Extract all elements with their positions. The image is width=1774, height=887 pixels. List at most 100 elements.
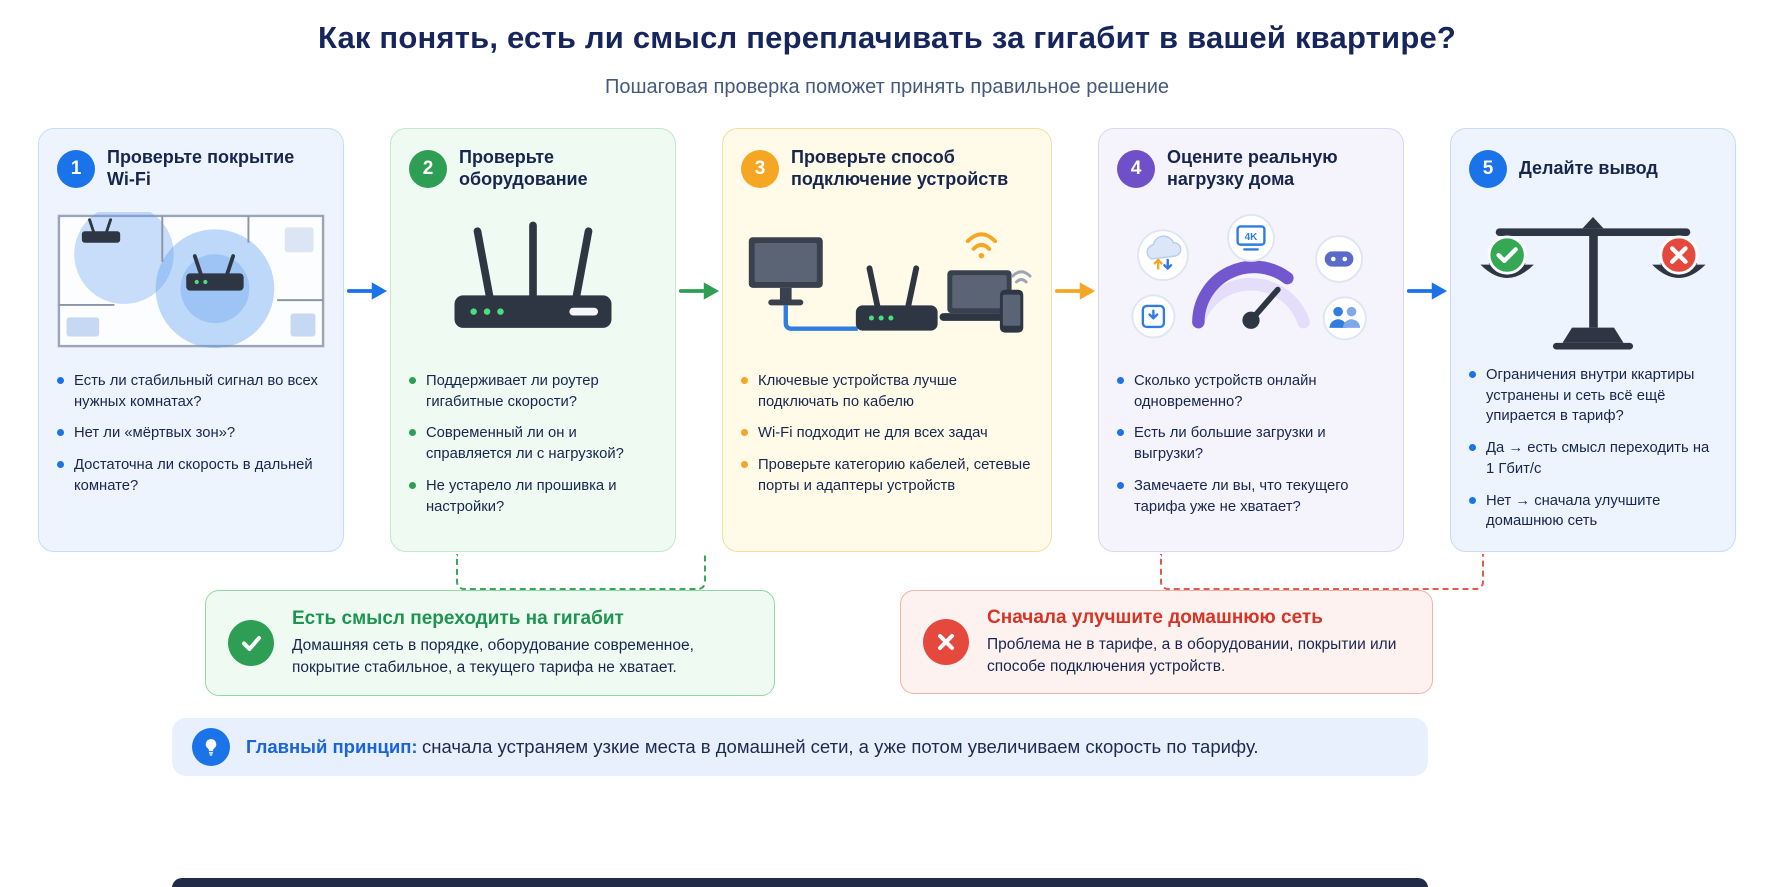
principle-label: Главный принцип: [246,736,418,757]
bullet-item: Ограничения внутри ккартиры устранены и … [1469,365,1717,427]
step-bullet-list: Сколько устройств онлайн одновременно? Е… [1117,371,1385,528]
load-gauge-illustration: 4K [1117,201,1385,361]
arrow-right-icon [1406,282,1448,300]
step-title: Делайте вывод [1519,158,1658,179]
bullet-item: Проверьте категорию кабелей, сетевые пор… [741,455,1033,496]
outcome-negative-box: Сначала улучшите домашнюю сеть Проблема … [900,590,1433,694]
decision-scale-illustration [1469,201,1717,355]
step-title: Проверьте оборудование [459,147,588,189]
principle-banner: Главный принцип: сначала устраняем узкие… [172,718,1428,776]
step-card-wifi-coverage: 1 Проверьте покрытие Wi-Fi [38,128,344,552]
bullet-text: Есть ли стабильный сигнал во всех нужных… [74,373,318,410]
step-title: Проверьте способ подключение устройств [791,147,1009,189]
step-number-badge: 2 [409,150,447,188]
bullet-item: Ключевые устройства лучше подключать по … [741,371,1033,412]
router-illustration [409,201,657,361]
bullet-item: Нет → сначала улучшите домашнюю сеть [1469,491,1717,532]
bullet-dot [57,377,64,384]
bullet-item: Есть ли большие загрузки и выгрузки? [1117,423,1385,464]
outcome-positive-content: Есть смысл переходить на гигабит Домашня… [292,608,752,679]
bullet-dot [409,377,416,384]
dashed-connector-positive [456,554,706,590]
step-number-badge: 5 [1469,150,1507,188]
bullet-text: Ограничения внутри ккартиры устранены и … [1486,367,1695,425]
outcome-negative-text: Проблема не в тарифе, а в оборудовании, … [987,635,1397,675]
bullet-item: Современный ли он и справляется ли с наг… [409,423,657,464]
dashed-connector-negative [1160,554,1484,590]
bullet-text: Не устарело ли прошивка и настройки? [426,477,617,515]
step-number-badge: 1 [57,150,95,188]
lightbulb-icon [192,728,230,766]
step-card-conclusion: 5 Делайте вывод [1450,128,1736,552]
bullet-text: Нет ли «мёртвых зон»? [74,425,236,442]
step-bullet-list: Ключевые устройства лучше подключать по … [741,371,1033,508]
outcome-negative-title: Сначала улучшите домашнюю сеть [987,606,1323,628]
bullet-item: Есть ли стабильный сигнал во всех нужных… [57,371,325,412]
arrow-right-icon [678,282,720,300]
bullet-item: Да → есть смысл переходить на 1 Гбит/с [1469,438,1717,479]
bullet-dot [409,429,416,437]
principle-text: сначала устраняем узкие места в домашней… [422,736,1259,757]
bullet-dot [1117,481,1124,489]
bullet-dot [409,481,416,489]
bullet-dot [741,461,748,469]
bullet-text: Есть ли большие загрузки и выгрузки? [1134,425,1326,463]
arrow-cell [1052,128,1098,552]
bullet-text: Да → есть смысл переходить на 1 Гбит/с [1486,440,1710,477]
bullet-text: Сколько устройств онлайн одновременно? [1134,373,1317,410]
step-number-badge: 3 [741,150,779,188]
bullet-dot [1469,496,1476,504]
bullet-item: Достаточна ли скорость в дальней комнате… [57,455,325,496]
bullet-text: Достаточна ли скорость в дальней комнате… [74,457,313,494]
svg-text:4K: 4K [1245,232,1259,243]
page-title: Как понять, есть ли смысл переплачивать … [317,20,1457,55]
steps-row: 1 Проверьте покрытие Wi-Fi [38,128,1736,552]
bullet-text: Ключевые устройства лучше подключать по … [758,373,957,410]
step-bullet-list: Поддерживает ли роутер гигабитные скорос… [409,371,657,528]
bullet-text: Нет → сначала улучшите домашнюю сеть [1486,492,1661,530]
bullet-item: Wi-Fi подходит не для всех задач [741,423,1033,444]
cross-icon [923,619,969,665]
bullet-item: Поддерживает ли роутер гигабитные скорос… [409,371,657,412]
arrow-right-icon [1054,282,1096,300]
outcome-positive-box: Есть смысл переходить на гигабит Домашня… [205,590,775,696]
step-header: 3 Проверьте способ подключение устройств [741,145,1033,193]
footer-strip [172,878,1428,887]
bullet-dot [741,377,748,384]
outcome-negative-content: Сначала улучшите домашнюю сеть Проблема … [987,607,1410,678]
bullet-dot [1469,444,1476,452]
bullet-item: Не устарело ли прошивка и настройки? [409,476,657,517]
bullet-text: Поддерживает ли роутер гигабитные скорос… [426,373,599,410]
bullet-text: Wi-Fi подходит не для всех задач [758,425,988,442]
step-header: 4 Оцените реальную нагрузку дома [1117,145,1385,193]
arrow-cell [676,128,722,552]
step-card-equipment: 2 Проверьте оборудование Поддерживает ли… [390,128,676,552]
bullet-text: Замечаете ли вы, что текущего тарифа уже… [1134,477,1349,515]
step-bullet-list: Ограничения внутри ккартиры устранены и … [1469,365,1717,543]
bullet-dot [57,461,64,469]
step-title: Оцените реальную нагрузку дома [1167,147,1338,189]
devices-connection-illustration [741,201,1033,361]
bullet-dot [1469,371,1476,378]
outcome-positive-text: Домашняя сеть в порядке, оборудование со… [292,636,694,676]
step-card-connection-method: 3 Проверьте способ подключение устройств [722,128,1052,552]
step-header: 5 Делайте вывод [1469,145,1717,193]
principle-sentence: Главный принцип: сначала устраняем узкие… [246,736,1259,758]
bullet-dot [1117,377,1124,384]
step-header: 1 Проверьте покрытие Wi-Fi [57,145,325,193]
bullet-text: Современный ли он и справляется ли с наг… [426,425,624,463]
step-header: 2 Проверьте оборудование [409,145,657,193]
bullet-item: Сколько устройств онлайн одновременно? [1117,371,1385,412]
bullet-dot [741,429,748,437]
bullet-item: Замечаете ли вы, что текущего тарифа уже… [1117,476,1385,517]
step-title: Проверьте покрытие Wi-Fi [107,147,295,189]
check-icon [228,620,274,666]
wifi-coverage-illustration [57,201,325,361]
page-subtitle: Пошаговая проверка поможет принять прави… [604,76,1169,98]
bullet-text: Проверьте категорию кабелей, сетевые пор… [758,457,1031,494]
bullet-dot [57,429,64,437]
arrow-right-icon [346,282,388,300]
arrow-cell [1404,128,1450,552]
arrow-cell [344,128,390,552]
